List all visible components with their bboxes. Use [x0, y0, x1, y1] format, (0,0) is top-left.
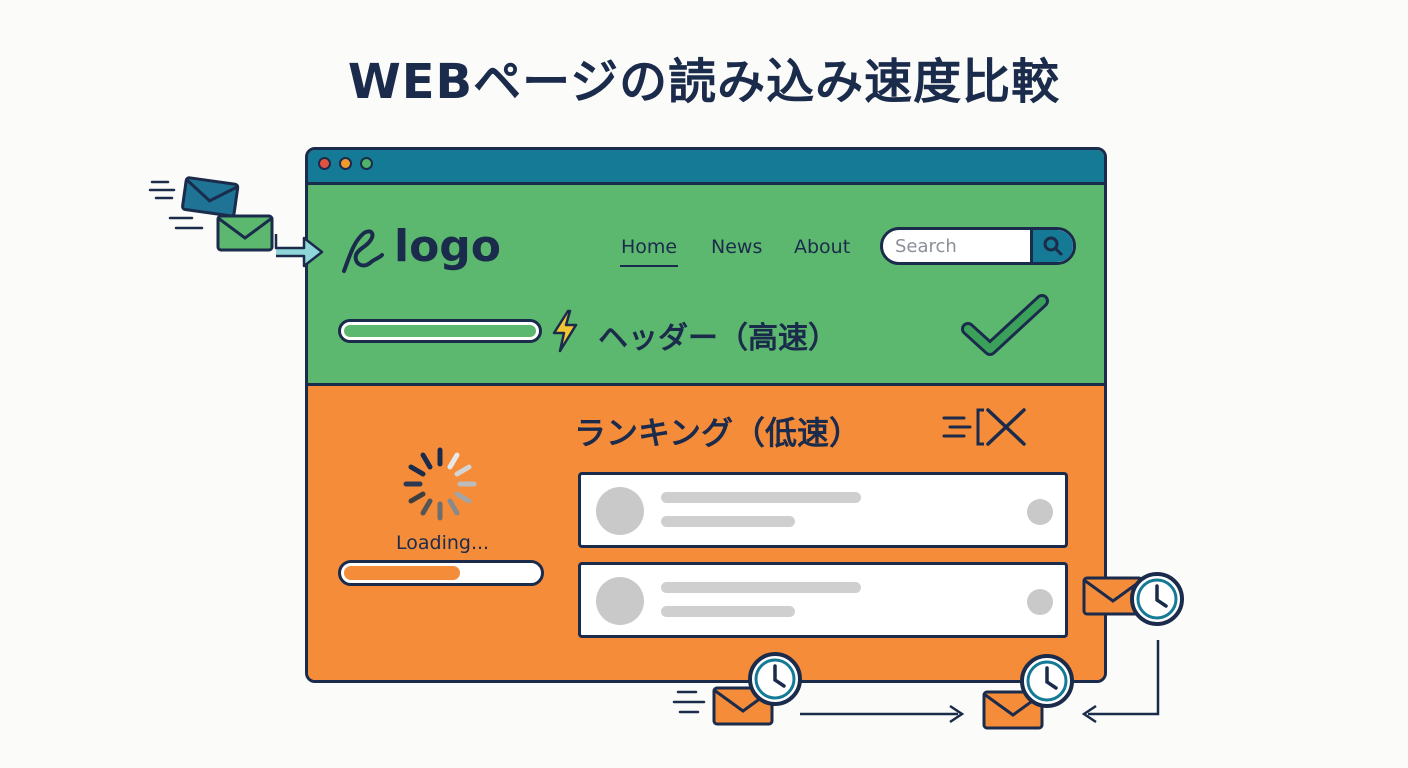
search-icon: [1043, 236, 1063, 256]
card-line-placeholder: [661, 606, 795, 617]
clock-icon: [1130, 572, 1184, 626]
check-icon: [961, 294, 1049, 356]
nav-news[interactable]: News: [711, 236, 763, 258]
loading-text: Loading...: [396, 532, 490, 554]
search-button[interactable]: [1030, 230, 1073, 262]
ranking-placeholder-card: [578, 472, 1068, 548]
page-title: WEBページの読み込み速度比較: [347, 54, 1061, 110]
fast-progress-fill: [344, 325, 536, 337]
search-placeholder: Search: [895, 236, 957, 257]
slow-section-label: ランキング（低速）: [574, 414, 862, 452]
fast-data-arrow-group: [148, 180, 204, 230]
window-close-dot: [318, 157, 331, 170]
blocked-x-icon: [942, 408, 1026, 446]
fast-progress-bar: [338, 319, 542, 343]
slow-progress-fill: [344, 566, 461, 580]
envelope-icon: [181, 176, 240, 218]
arrow-icon: [274, 234, 324, 268]
card-line-placeholder: [661, 492, 861, 503]
nav-active-underline: [620, 265, 678, 267]
nav-about[interactable]: About: [794, 236, 851, 258]
slow-progress-bar: [338, 560, 544, 586]
spinner-icon: [403, 447, 477, 521]
search-input[interactable]: Search: [880, 227, 1076, 265]
fast-header-section: logo Home News About Search ヘッダー（高速）: [308, 185, 1104, 386]
card-line-placeholder: [661, 516, 795, 527]
slow-data-flow-group: [672, 640, 1160, 724]
nav-home[interactable]: Home: [621, 236, 678, 258]
ranking-placeholder-card: [578, 562, 1068, 638]
browser-window: logo Home News About Search ヘッダー（高速）: [305, 147, 1107, 683]
card-line-placeholder: [661, 582, 861, 593]
window-minimize-dot: [339, 157, 352, 170]
logo-text[interactable]: logo: [394, 221, 502, 272]
envelope-icon: [216, 214, 274, 252]
clock-icon: [1020, 654, 1074, 708]
envelope-icon: [982, 690, 1044, 730]
card-dot-placeholder: [1027, 499, 1053, 525]
logo-icon: [342, 229, 384, 273]
card-avatar-placeholder: [596, 487, 644, 535]
browser-titlebar: [308, 150, 1104, 185]
window-maximize-dot: [360, 157, 373, 170]
fast-section-label: ヘッダー（高速）: [598, 321, 838, 356]
card-dot-placeholder: [1027, 589, 1053, 615]
lightning-icon: [552, 309, 578, 353]
clock-icon: [748, 652, 802, 706]
slow-ranking-section: ランキング（低速）: [308, 386, 1104, 680]
card-avatar-placeholder: [596, 577, 644, 625]
